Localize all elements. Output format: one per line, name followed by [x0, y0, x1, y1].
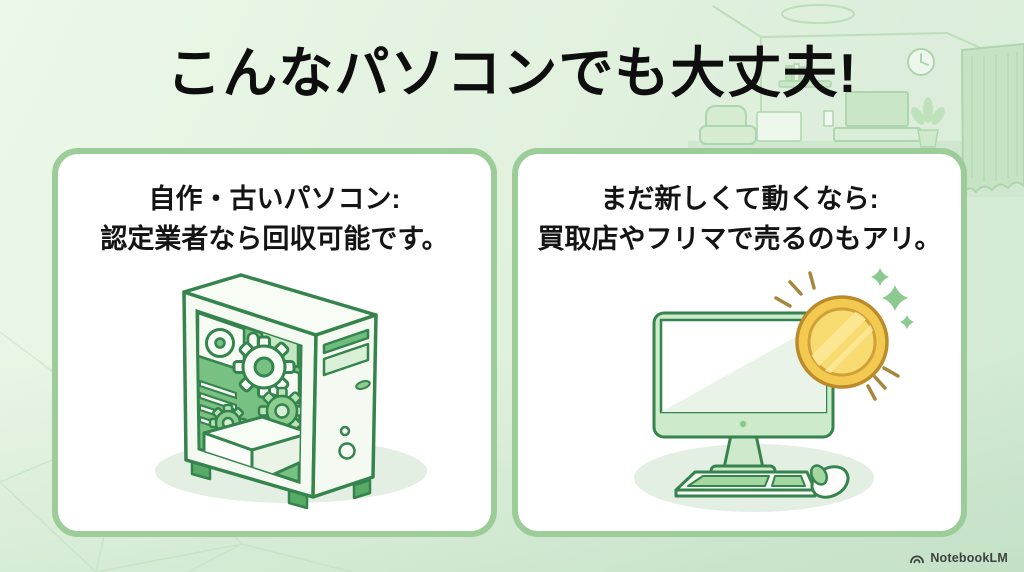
- sparkle-icon: [871, 268, 914, 329]
- slide-title: こんなパソコンでも大丈夫!: [166, 42, 858, 104]
- mouse-icon: [809, 464, 850, 499]
- monitor-icon: [652, 311, 835, 439]
- potted-plant-icon: [911, 97, 945, 148]
- ceiling-light-icon: [781, 4, 855, 24]
- coin-shine: [803, 303, 882, 382]
- card-old-pc-heading: 自作・古いパソコン: 認定業者なら回収可能です。: [58, 179, 491, 259]
- card-working-pc-line2: 買取店やフリマで売るのもアリ。: [537, 224, 942, 254]
- gear-icon: [232, 335, 296, 399]
- keyboard-icon: [674, 470, 817, 498]
- notebooklm-watermark-label: NotebookLM: [930, 551, 1008, 565]
- card-old-pc: 自作・古いパソコン: 認定業者なら回収可能です。: [52, 148, 497, 537]
- monitor-coin-illustration: [634, 268, 914, 512]
- coin-rays: [774, 271, 900, 401]
- psu-box: [202, 415, 301, 482]
- coin-icon: [795, 295, 889, 389]
- camera-dot: [739, 420, 747, 428]
- notebooklm-logo-icon: [910, 555, 925, 564]
- curtain-icon: [961, 43, 1024, 194]
- front-panel: [322, 328, 371, 460]
- shelf-with-books-icon: [778, 63, 832, 88]
- tv-on-stand-icon: [823, 91, 921, 142]
- screen-sheen: [661, 320, 826, 412]
- wall-clock-icon: [907, 48, 935, 76]
- sofa-icon: [699, 105, 757, 145]
- card-working-pc: まだ新しくて動くなら: 買取店やフリマで売るのもアリ。: [512, 148, 967, 537]
- cabinet-icon: [756, 111, 802, 142]
- card-old-pc-line2: 認定業者なら回収可能です。: [100, 224, 449, 254]
- tower-internals: [197, 311, 301, 482]
- card-working-pc-line1: まだ新しくて動くなら:: [600, 184, 879, 214]
- tower-feet: [190, 458, 372, 510]
- notebooklm-watermark: NotebookLM: [909, 551, 1008, 565]
- card-old-pc-line1: 自作・古いパソコン:: [148, 184, 401, 214]
- pc-tower-illustration: [155, 273, 427, 510]
- card-working-pc-heading: まだ新しくて動くなら: 買取店やフリマで売るのもアリ。: [518, 179, 961, 259]
